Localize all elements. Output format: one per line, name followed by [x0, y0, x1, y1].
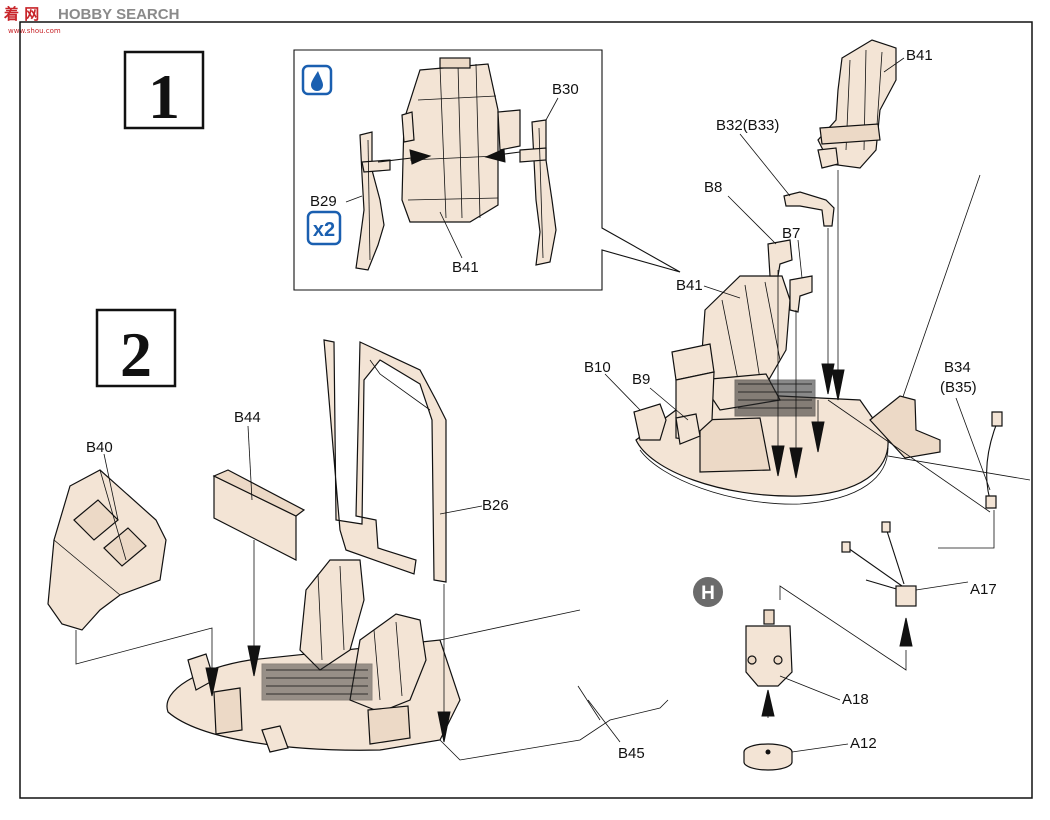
label-b32: B32(B33)	[716, 117, 779, 134]
watermark: 着 网 HOBBY SEARCH www.shou.com	[3, 5, 179, 35]
label-b45: B45	[618, 745, 645, 762]
watermark-brand-text: HOBBY SEARCH	[58, 6, 179, 23]
label-b34: B34	[944, 359, 971, 376]
step-1-number: 1	[148, 61, 180, 132]
label-a17: A17	[970, 581, 997, 598]
inset-frame-b30	[519, 119, 557, 266]
detail-inset: x2 B30 B29	[293, 49, 681, 291]
label-b26: B26	[482, 497, 509, 514]
label-b9: B9	[632, 371, 650, 388]
callout-h-icon: H	[693, 577, 723, 607]
label-b35: (B35)	[940, 379, 977, 396]
label-b29: B29	[310, 193, 337, 210]
inset-seat-b41	[401, 57, 521, 223]
watermark-cn-text: 着 网	[3, 5, 39, 23]
callout-h-letter: H	[701, 583, 715, 604]
step-2-box: 2	[95, 308, 177, 390]
label-b8: B8	[704, 179, 722, 196]
label-a12: A12	[850, 735, 877, 752]
multiplier-label: x2	[313, 219, 335, 241]
label-b41-mid: B41	[676, 277, 703, 294]
part-a12	[743, 743, 849, 771]
page-border	[19, 21, 1033, 799]
label-b7: B7	[782, 225, 800, 242]
inset-frame-b29	[355, 131, 391, 271]
label-b41-top: B41	[906, 47, 933, 64]
watermark-url-text: www.shou.com	[8, 27, 61, 35]
part-a18	[745, 609, 841, 701]
part-a17	[841, 521, 969, 607]
label-b40: B40	[86, 439, 113, 456]
label-b44: B44	[234, 409, 261, 426]
label-inset-b41: B41	[452, 259, 479, 276]
step1-assembly	[604, 39, 1031, 549]
paint-drop-icon	[301, 64, 333, 96]
step2-assembly	[47, 339, 669, 761]
label-b10: B10	[584, 359, 611, 376]
label-b30: B30	[552, 81, 579, 98]
step-2-number: 2	[120, 319, 152, 390]
multiplier-x2-icon: x2	[306, 210, 342, 246]
step-1-box: 1	[123, 50, 205, 132]
label-a18: A18	[842, 691, 869, 708]
